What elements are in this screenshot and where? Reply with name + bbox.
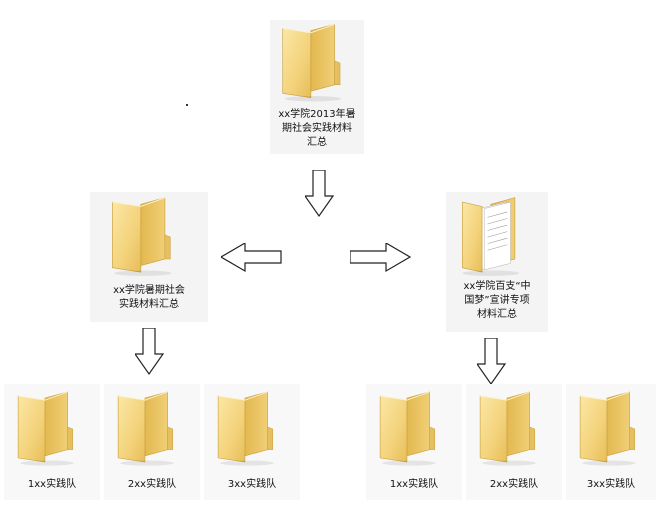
- folder-icon: [17, 391, 75, 467]
- left-branch-folder-tile[interactable]: xx学院暑期社会 实践材料汇总: [90, 192, 208, 322]
- right-child-folder-label: 2xx实践队: [489, 479, 539, 490]
- folder-icon: [379, 391, 437, 467]
- folder-icon: [579, 391, 637, 467]
- left-child-folder-label: 3xx实践队: [227, 479, 277, 490]
- hollow-arrow-icon: [305, 170, 334, 217]
- right-branch-folder-label: xx学院百支“中 国梦”宣讲专项 材料汇总: [463, 281, 531, 320]
- right-child-folder-label: 1xx实践队: [389, 479, 439, 490]
- right-branch-folder-tile[interactable]: xx学院百支“中 国梦”宣讲专项 材料汇总: [446, 192, 548, 332]
- hollow-arrow-icon: [350, 243, 411, 272]
- stray-dot: [186, 104, 188, 106]
- folder-icon: [111, 197, 172, 277]
- left-child-folder-tile[interactable]: 2xx实践队: [104, 384, 200, 500]
- folder-icon: [117, 391, 175, 467]
- left-child-folder-label: 2xx实践队: [127, 479, 177, 490]
- root-folder-label: xx学院2013年暑 期社会实践材料 汇总: [278, 109, 356, 148]
- left-child-folder-label: 1xx实践队: [27, 479, 77, 490]
- folder-icon: [282, 23, 342, 102]
- left-child-folder-tile[interactable]: 1xx实践队: [4, 384, 100, 500]
- folder-icon: [479, 391, 537, 467]
- folder-icon: [217, 391, 275, 467]
- root-folder-tile[interactable]: xx学院2013年暑 期社会实践材料 汇总: [270, 20, 364, 154]
- left-child-folder-tile[interactable]: 3xx实践队: [204, 384, 300, 500]
- right-child-folder-tile[interactable]: 1xx实践队: [366, 384, 462, 500]
- right-child-folder-tile[interactable]: 3xx实践队: [566, 384, 656, 500]
- left-branch-folder-label: xx学院暑期社会 实践材料汇总: [113, 285, 185, 310]
- hollow-arrow-icon: [221, 243, 282, 272]
- right-child-folder-tile[interactable]: 2xx实践队: [466, 384, 562, 500]
- right-child-folder-label: 3xx实践队: [586, 479, 636, 490]
- hollow-arrow-icon: [135, 328, 164, 375]
- hollow-arrow-icon: [477, 338, 506, 385]
- folder-with-documents-icon: [461, 197, 520, 277]
